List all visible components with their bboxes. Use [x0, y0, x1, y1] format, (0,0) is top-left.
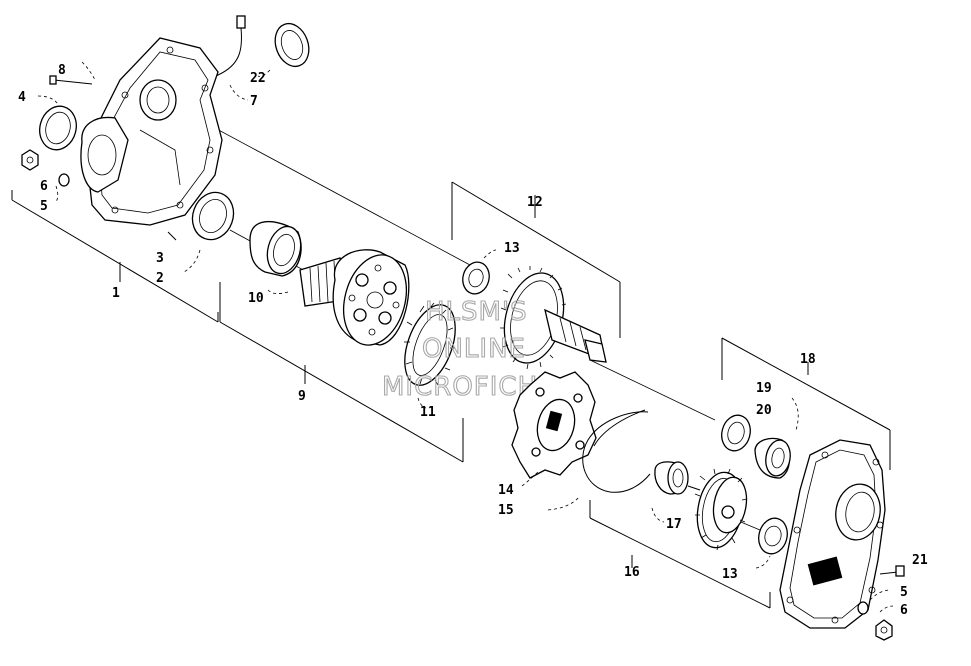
callout-11: 11 [420, 405, 436, 420]
part-18-cover [779, 439, 886, 629]
callout-17: 17 [666, 517, 682, 532]
part-19-seal [721, 414, 751, 452]
callout-14: 14 [498, 483, 514, 498]
part-13-bearing-lower [755, 517, 788, 569]
part-21-bolt [879, 565, 905, 577]
bracket-group-1 [11, 190, 219, 323]
part-8-bolt [49, 61, 96, 85]
part-17-bearing [651, 461, 701, 523]
watermark-line-2: ONLINE [422, 334, 526, 364]
part-20-bearing [754, 397, 799, 479]
bracket-group-16 [589, 500, 771, 609]
callout-labels: 1 2 3 4 5 5 6 6 7 8 9 10 11 12 13 13 14 … [18, 63, 928, 618]
part-13-bearing-upper [462, 249, 497, 295]
part-3-pin [167, 231, 177, 241]
callout-5-right: 5 [900, 585, 908, 600]
callout-22: 22 [250, 71, 266, 86]
part-12-gear-shaft [500, 266, 607, 370]
part-15-snap-ring [547, 409, 651, 511]
callout-12: 12 [527, 195, 543, 210]
part-14-sprocket [511, 371, 597, 487]
callout-8: 8 [58, 63, 66, 78]
part-6-nut-left [21, 149, 39, 171]
callout-3: 3 [156, 251, 164, 266]
callout-16: 16 [624, 565, 640, 580]
watermark-line-1: HLSM'S [425, 297, 528, 327]
callout-6-left: 6 [40, 179, 48, 194]
callout-leaders [119, 195, 809, 568]
part-16-gear [694, 468, 748, 551]
part-22-cap [257, 22, 310, 77]
part-10-bearing [249, 220, 302, 294]
callout-6-right: 6 [900, 603, 908, 618]
part-11-needle-bearing [404, 302, 456, 409]
callout-5-left: 5 [40, 199, 48, 214]
part-9-carrier [299, 249, 410, 346]
callout-1: 1 [112, 286, 120, 301]
part-6-nut-right [875, 605, 894, 641]
bracket-group-12 [451, 181, 621, 338]
callout-15: 15 [498, 503, 514, 518]
callout-10: 10 [248, 291, 264, 306]
part-5-washer-right [857, 589, 891, 615]
callout-13-upper: 13 [504, 241, 520, 256]
callout-4: 4 [18, 90, 26, 105]
bracket-group-18 [721, 337, 891, 470]
callout-21: 21 [912, 553, 928, 568]
callout-2: 2 [156, 271, 164, 286]
part-1-housing [80, 37, 223, 226]
callout-20: 20 [756, 403, 772, 418]
part-5-washer-left [54, 173, 70, 204]
callout-13-lower: 13 [722, 567, 738, 582]
callout-19: 19 [756, 381, 772, 396]
bracket-group-9 [219, 282, 464, 463]
callout-7: 7 [250, 94, 258, 109]
part-4-seal [37, 95, 77, 151]
callout-9: 9 [298, 389, 306, 404]
callout-18: 18 [800, 352, 816, 367]
part-2-seal [183, 191, 235, 273]
